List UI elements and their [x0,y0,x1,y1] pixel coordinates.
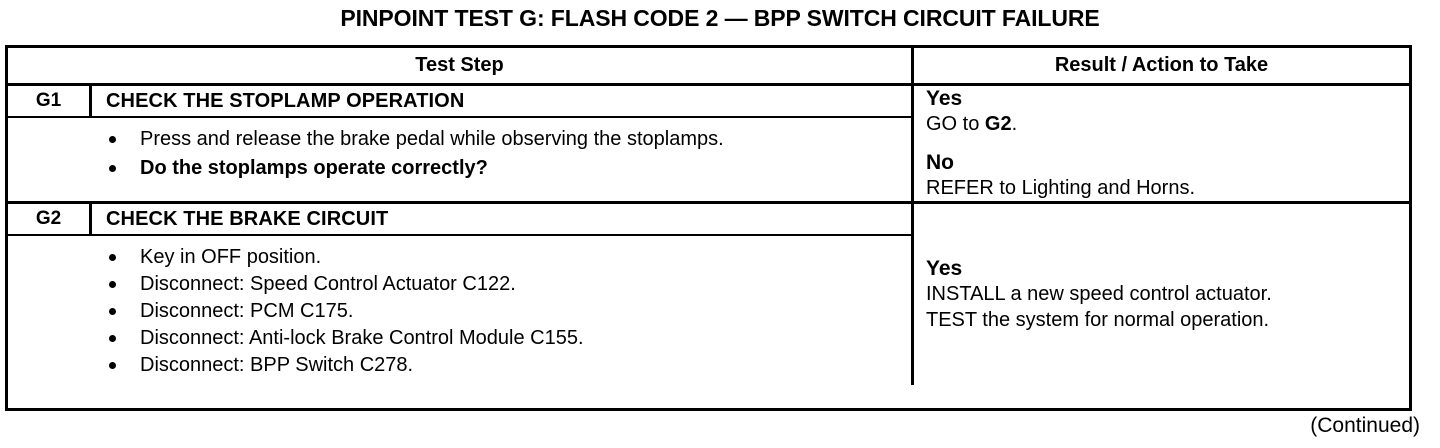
step-g1-result-cell: Yes GO to G2. No REFER to Lighting and H… [911,86,1409,201]
list-item: Disconnect: Speed Control Actuator C122. [8,271,911,298]
list-item: Press and release the brake pedal while … [8,126,911,153]
result-action-suffix: . [1011,113,1018,135]
list-item-text: Disconnect: PCM C175. [140,300,354,322]
step-g2-titlebar: G2 CHECK THE BRAKE CIRCUIT [8,204,911,236]
table-header-row: Test Step Result / Action to Take [8,48,1409,86]
step-g2-result-cell: Yes INSTALL a new speed control actuator… [911,204,1409,385]
result-action-no: REFER to Lighting and Horns. [926,177,1196,199]
list-item: Disconnect: PCM C175. [8,298,911,325]
column-header-test-step: Test Step [415,54,504,76]
table-row: G1 CHECK THE STOPLAMP OPERATION Press an… [8,86,1409,204]
step-heading-g2: CHECK THE BRAKE CIRCUIT [106,207,389,230]
step-g2-bullet-list: Key in OFF position. Disconnect: Speed C… [8,244,911,379]
step-g1-bullet-list: Press and release the brake pedal while … [8,126,911,182]
step-g2-test-step-cell: G2 CHECK THE BRAKE CIRCUIT Key in OFF po… [8,204,911,385]
bullet-icon [109,308,116,315]
pinpoint-test-table: Test Step Result / Action to Take G1 CHE… [5,45,1412,411]
continued-note: (Continued) [1310,414,1420,437]
bullet-icon [109,254,116,261]
result-answer-yes: Yes [926,257,963,280]
bullet-icon [109,335,116,342]
list-item: Disconnect: BPP Switch C278. [8,352,911,379]
list-item-text: Press and release the brake pedal while … [140,128,724,150]
bullet-icon [109,362,116,369]
result-action-prefix: GO to [926,113,985,135]
list-item-text: Key in OFF position. [140,246,322,268]
result-answer-no: No [926,151,954,174]
step-g2-body: Key in OFF position. Disconnect: Speed C… [8,236,911,385]
result-action-line-2: TEST the system for normal operation. [926,309,1270,331]
table-row: G2 CHECK THE BRAKE CIRCUIT Key in OFF po… [8,204,1409,385]
result-group-yes: Yes INSTALL a new speed control actuator… [926,256,1399,333]
step-g1-test-step-cell: G1 CHECK THE STOPLAMP OPERATION Press an… [8,86,911,201]
bullet-icon [109,165,116,172]
page-title: PINPOINT TEST G: FLASH CODE 2 — BPP SWIT… [340,5,1100,31]
list-item-text: Do the stoplamps operate correctly? [140,157,488,179]
list-item: Key in OFF position. [8,244,911,271]
result-action-reference: G2 [984,113,1012,135]
column-header-result-action: Result / Action to Take [911,48,1409,83]
result-action-line-1: INSTALL a new speed control actuator. [926,283,1272,305]
step-g1-titlebar: G1 CHECK THE STOPLAMP OPERATION [8,86,911,118]
bullet-icon [109,281,116,288]
step-heading-g1: CHECK THE STOPLAMP OPERATION [106,89,465,112]
list-item: Disconnect: Anti-lock Brake Control Modu… [8,325,911,352]
list-item: Do the stoplamps operate correctly? [8,155,911,182]
result-group-yes: Yes GO to G2. [926,86,1399,137]
step-code-g1: G1 [8,86,92,116]
result-action-yes: GO to G2. [926,111,1399,137]
step-code-g2: G2 [8,204,92,234]
result-group-no: No REFER to Lighting and Horns. [926,150,1399,201]
list-item-text: Disconnect: Anti-lock Brake Control Modu… [140,327,584,349]
list-item-text: Disconnect: Speed Control Actuator C122. [140,273,516,295]
step-g1-body: Press and release the brake pedal while … [8,118,911,201]
list-item-text: Disconnect: BPP Switch C278. [140,354,414,376]
bullet-icon [109,136,116,143]
result-answer-yes: Yes [926,87,963,110]
